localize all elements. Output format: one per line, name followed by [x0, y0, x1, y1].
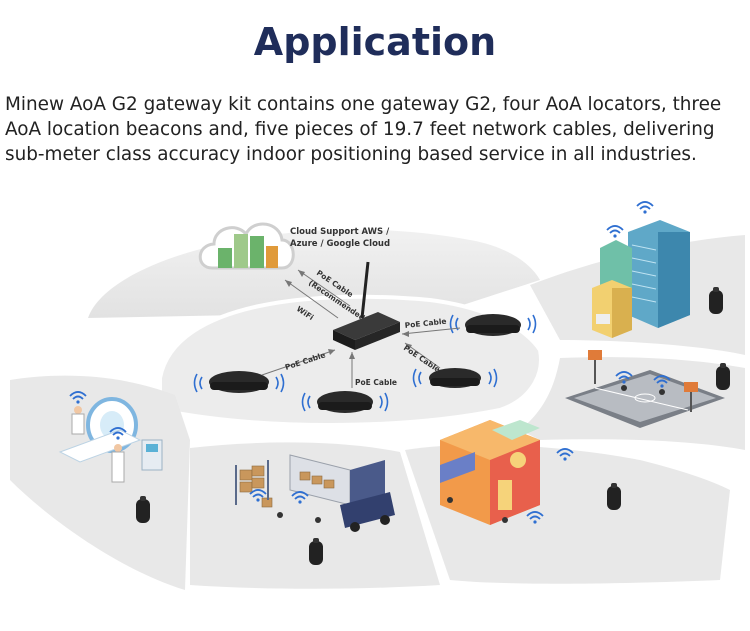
poe-label-right-top: PoE Cable: [404, 317, 447, 330]
locator-left: [193, 371, 285, 393]
cloud-icon: [198, 222, 295, 270]
locator-center: [301, 391, 389, 413]
building-scene: [592, 201, 723, 338]
poe-arrows: [261, 327, 461, 388]
uplink-arrows: [284, 269, 351, 319]
healthcare-scene: [58, 391, 163, 523]
segment-smart-healthcare: [10, 375, 190, 590]
gateway-device: [333, 261, 400, 350]
cloud-label-line2: Azure / Google Cloud: [290, 239, 390, 249]
segment-inner-ring: [158, 294, 543, 427]
locator-right-bottom: [412, 368, 498, 388]
locator-right-top: [449, 314, 537, 336]
warehouse-scene: [235, 454, 395, 565]
sports-scene: [565, 350, 730, 428]
retail-scene: [440, 420, 621, 525]
poe-label-center: PoE Cable: [355, 378, 397, 387]
cloud-label-line1: Cloud Support AWS /: [290, 227, 390, 237]
page-description: Minew AoA G2 gateway kit contains one ga…: [5, 94, 722, 165]
page-title: Application: [253, 20, 497, 64]
